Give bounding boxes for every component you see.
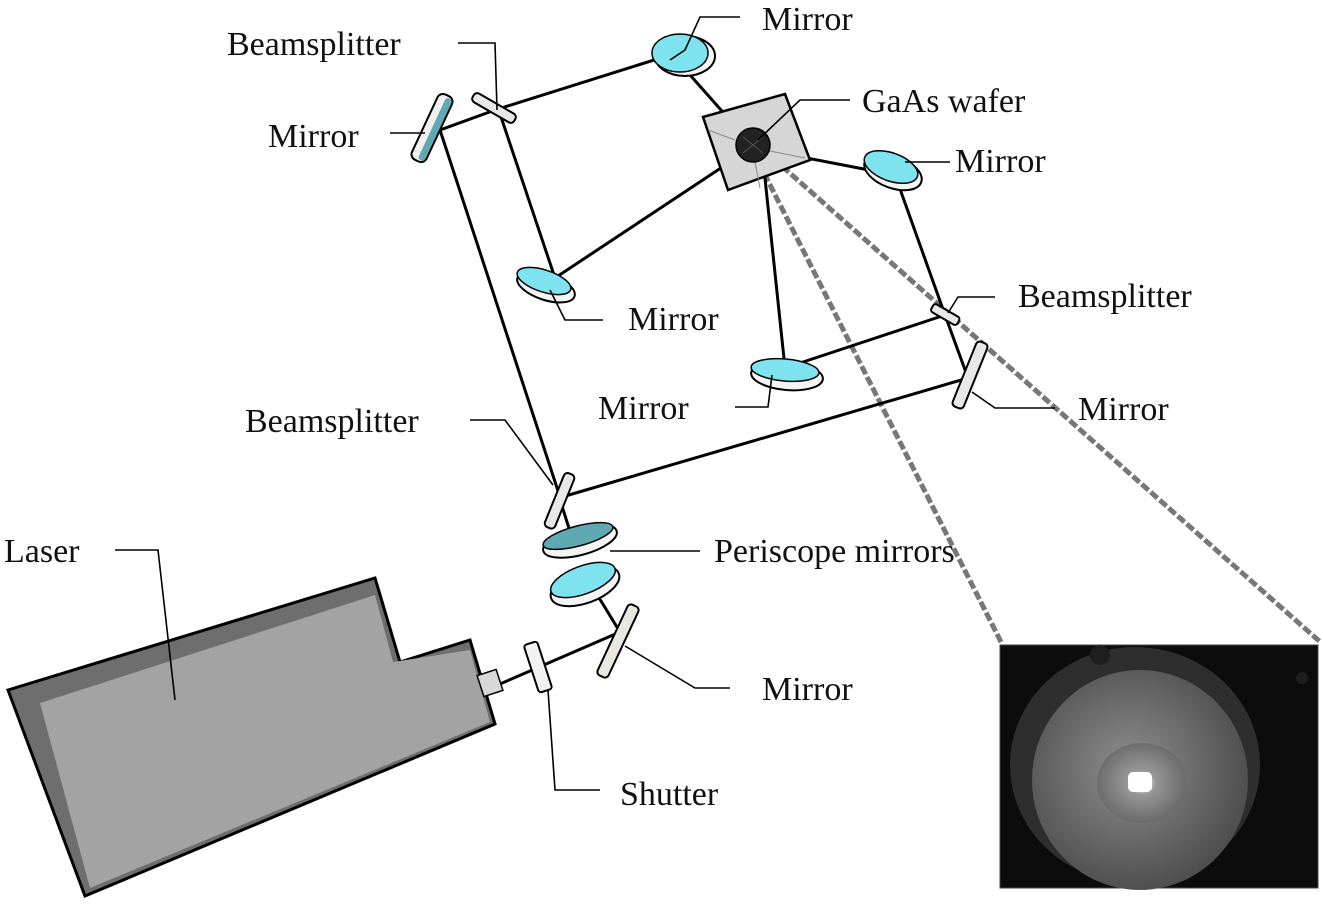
mirror-left xyxy=(410,92,454,164)
leader-lines xyxy=(115,16,1055,791)
mirror-right-upper xyxy=(863,149,923,192)
mirror-right-lower xyxy=(951,340,989,410)
label-mirror-lower-center: Mirror xyxy=(598,390,689,427)
label-mirror-bottom: Mirror xyxy=(762,671,853,708)
laser xyxy=(6,576,504,898)
beamsplitter-right xyxy=(930,303,961,326)
label-mirror-left: Mirror xyxy=(268,118,359,155)
label-beamsplitter-right: Beamsplitter xyxy=(1018,278,1192,315)
periscope-mirrors xyxy=(542,521,621,608)
mirror-lower-center xyxy=(750,357,824,392)
label-beamsplitter-left: Beamsplitter xyxy=(245,403,419,440)
wafer-image-inset xyxy=(999,644,1319,890)
label-mirror-right-lower: Mirror xyxy=(1078,391,1169,428)
label-gaas-wafer: GaAs wafer xyxy=(862,83,1026,120)
beamsplitter-left xyxy=(543,472,576,530)
mirror-bottom xyxy=(596,603,640,679)
mirror-center xyxy=(516,266,576,304)
laser-aperture xyxy=(476,668,504,698)
label-mirror-right-upper: Mirror xyxy=(955,143,1046,180)
label-shutter: Shutter xyxy=(620,776,719,813)
label-mirror-center: Mirror xyxy=(628,301,719,338)
shutter xyxy=(523,640,553,694)
mirror-top xyxy=(651,33,716,77)
beamsplitter-top xyxy=(471,92,517,124)
label-beamsplitter-top: Beamsplitter xyxy=(227,26,401,63)
label-laser: Laser xyxy=(4,533,80,570)
label-mirror-top: Mirror xyxy=(762,1,853,38)
beam-paths xyxy=(438,53,970,686)
label-periscope-mirrors: Periscope mirrors xyxy=(714,533,955,570)
